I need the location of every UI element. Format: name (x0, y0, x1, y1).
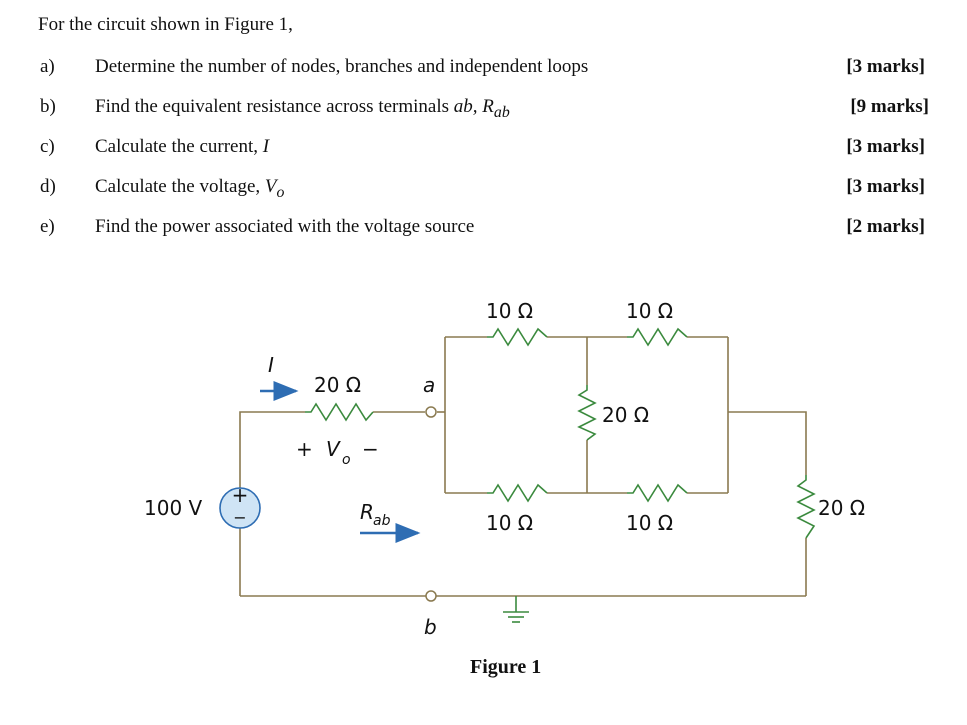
question-marks: [3 marks] (846, 56, 925, 77)
question-letter: c) (40, 136, 55, 157)
ground-icon (503, 596, 529, 623)
r-top-right-label: 10 Ω (626, 299, 673, 323)
r-right-label: 20 Ω (818, 496, 865, 520)
source-plus: + (232, 483, 249, 507)
r-bottom-right-label: 10 Ω (626, 511, 673, 535)
vo-minus: − (362, 437, 379, 461)
question-letter: e) (40, 216, 55, 237)
source-label: 100 V (144, 496, 203, 520)
resistor-top-right (627, 327, 688, 347)
resistor-bottom-right (627, 483, 688, 503)
question-marks: [3 marks] (846, 176, 925, 197)
resistor-right (796, 475, 816, 539)
math-expression: ab, R (453, 96, 494, 117)
question-letter: d) (40, 176, 56, 197)
question-text: Calculate the current, I (95, 136, 270, 157)
question-marks: [9 marks] (850, 96, 929, 117)
source-minus: − (233, 508, 246, 527)
terminal-b-label: b (424, 615, 437, 639)
resistor-bottom-left (487, 483, 548, 503)
question-e: e) Find the power associated with the vo… (0, 216, 967, 244)
resistors (305, 327, 816, 539)
question-marks: [2 marks] (846, 216, 925, 237)
r-bottom-left-label: 10 Ω (486, 511, 533, 535)
question-letter: b) (40, 96, 56, 117)
vo-plus: + (296, 437, 313, 461)
current-label: I (268, 353, 274, 377)
question-letter: a) (40, 56, 55, 77)
r-top-left-label: 10 Ω (486, 299, 533, 323)
question-text: Find the power associated with the volta… (95, 216, 475, 237)
question-a: a) Determine the number of nodes, branch… (0, 56, 967, 84)
resistor-top-left (487, 327, 548, 347)
question-b: b) Find the equivalent resistance across… (0, 96, 967, 124)
wires (239, 336, 807, 597)
terminal-a-node (425, 406, 437, 418)
wire-right-top (728, 411, 807, 475)
voltage-source (219, 487, 261, 529)
r-middle-label: 20 Ω (602, 403, 649, 427)
terminal-b-node (425, 590, 437, 602)
terminal-a-label: a (423, 373, 435, 397)
question-text: Calculate the voltage, Vo (95, 176, 285, 201)
vo-label: V (326, 437, 341, 461)
resistor-series (305, 402, 374, 422)
figure-caption: Figure 1 (470, 656, 542, 678)
r-series-label: 20 Ω (314, 373, 361, 397)
rab-label: R (360, 500, 374, 524)
math-expression: I (262, 136, 270, 157)
math-subscript: ab (493, 103, 510, 121)
question-marks: [3 marks] (846, 136, 925, 157)
math-expression: V (264, 176, 277, 197)
resistor-middle (577, 385, 597, 441)
intro-text: For the circuit shown in Figure 1, (38, 14, 293, 35)
vo-subscript: o (342, 452, 351, 468)
question-c: c) Calculate the current, I [3 marks] (0, 136, 967, 164)
question-text: Determine the number of nodes, branches … (95, 56, 589, 77)
math-subscript: o (276, 183, 285, 201)
rab-subscript: ab (373, 513, 391, 529)
question-text: Find the equivalent resistance across te… (95, 96, 510, 121)
wire-left-top (239, 411, 305, 488)
question-d: d) Calculate the voltage, Vo [3 marks] (0, 176, 967, 204)
